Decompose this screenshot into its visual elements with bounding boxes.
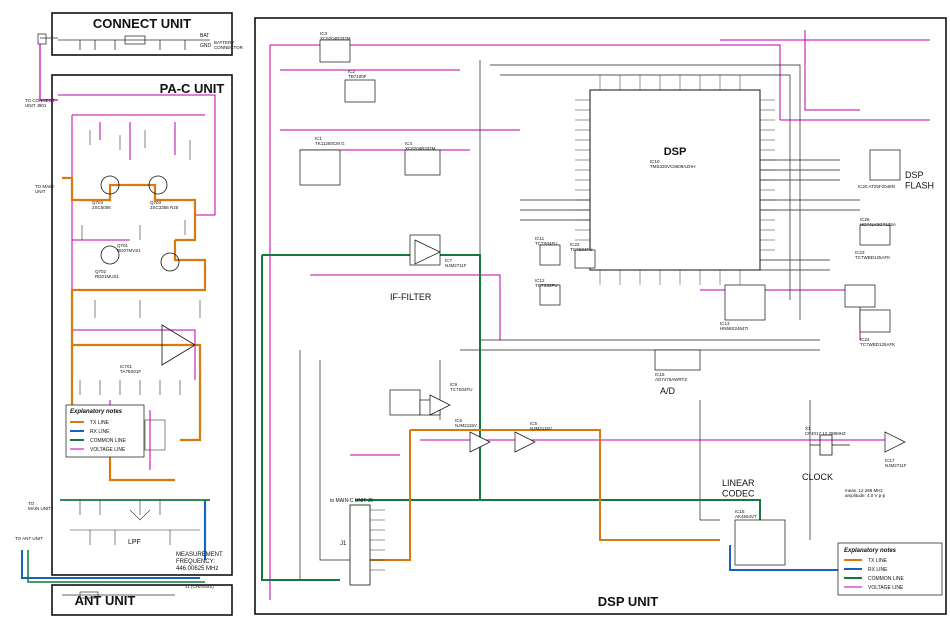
dsp-rx-lines [729,545,840,571]
j1-label: J1 [340,541,347,547]
pac-unit-title: PA-C UNIT [160,81,225,96]
to-ant-unit-label: TO ANT UNIT [15,536,43,541]
pac-to-ant-common [27,550,205,583]
ant-components [62,591,175,599]
dsp-note-tx: TX LINE [868,558,888,564]
lpf-label: LPF [128,539,141,546]
pac-note-tx: TX LINE [90,420,110,426]
to-main-c-label: to MAIN-C UNIT J5 [330,498,373,504]
connect-unit-title: CONNECT UNIT [93,16,191,31]
dsp-note-common: COMMON LINE [868,576,905,582]
pac-to-ant-wire [21,550,200,579]
dsp-notes-title: Explanatory notes [844,548,897,554]
dsp-note-rx: RX LINE [868,567,888,573]
dsp-opamps [414,239,906,453]
ic20-label: IC20 AT25F2048N [858,184,895,189]
connect-unit-box [51,12,233,56]
dsp-chip [575,75,775,285]
dsp-bus-lines [299,60,860,580]
dsp-unit-title: DSP UNIT [598,594,658,609]
dsp-notes: Explanatory notes TX LINE RX LINE COMMON… [837,542,943,596]
dsp-label: DSP [664,146,687,158]
dsp-tx-lines [360,429,720,561]
dsp-ic-boxes [299,39,901,566]
dsp-j1-connector [349,504,385,586]
ant-j1-label: J1 (CHASSIS) [185,584,214,589]
pac-note-common: COMMON LINE [90,438,127,444]
connect-to-pac-wire [39,44,58,101]
dsp-unit-box [254,17,947,615]
pac-components [70,130,201,545]
pac-unit-box [51,74,233,576]
ad-label: A/D [660,386,676,396]
ant-unit-title: ANT UNIT [75,593,136,608]
if-filter-label: IF-FILTER [390,292,432,302]
ant-unit-box [51,584,233,616]
pac-notes: Explanatory notes TX LINE RX LINE COMMON… [65,404,145,458]
pac-note-voltage: VOLTAGE LINE [90,447,126,453]
connect-bat-label: BAT [200,33,209,39]
connect-gnd-label: GND [200,43,212,49]
pac-note-rx: RX LINE [90,429,110,435]
connect-unit-wires [37,33,210,50]
clock-crystal [810,434,850,456]
dsp-note-voltage: VOLTAGE LINE [868,585,904,591]
pac-notes-title: Explanatory notes [70,409,123,415]
dsp-common-lines [261,254,761,581]
pac-transistors [100,175,196,366]
clock-label: CLOCK [802,472,833,482]
